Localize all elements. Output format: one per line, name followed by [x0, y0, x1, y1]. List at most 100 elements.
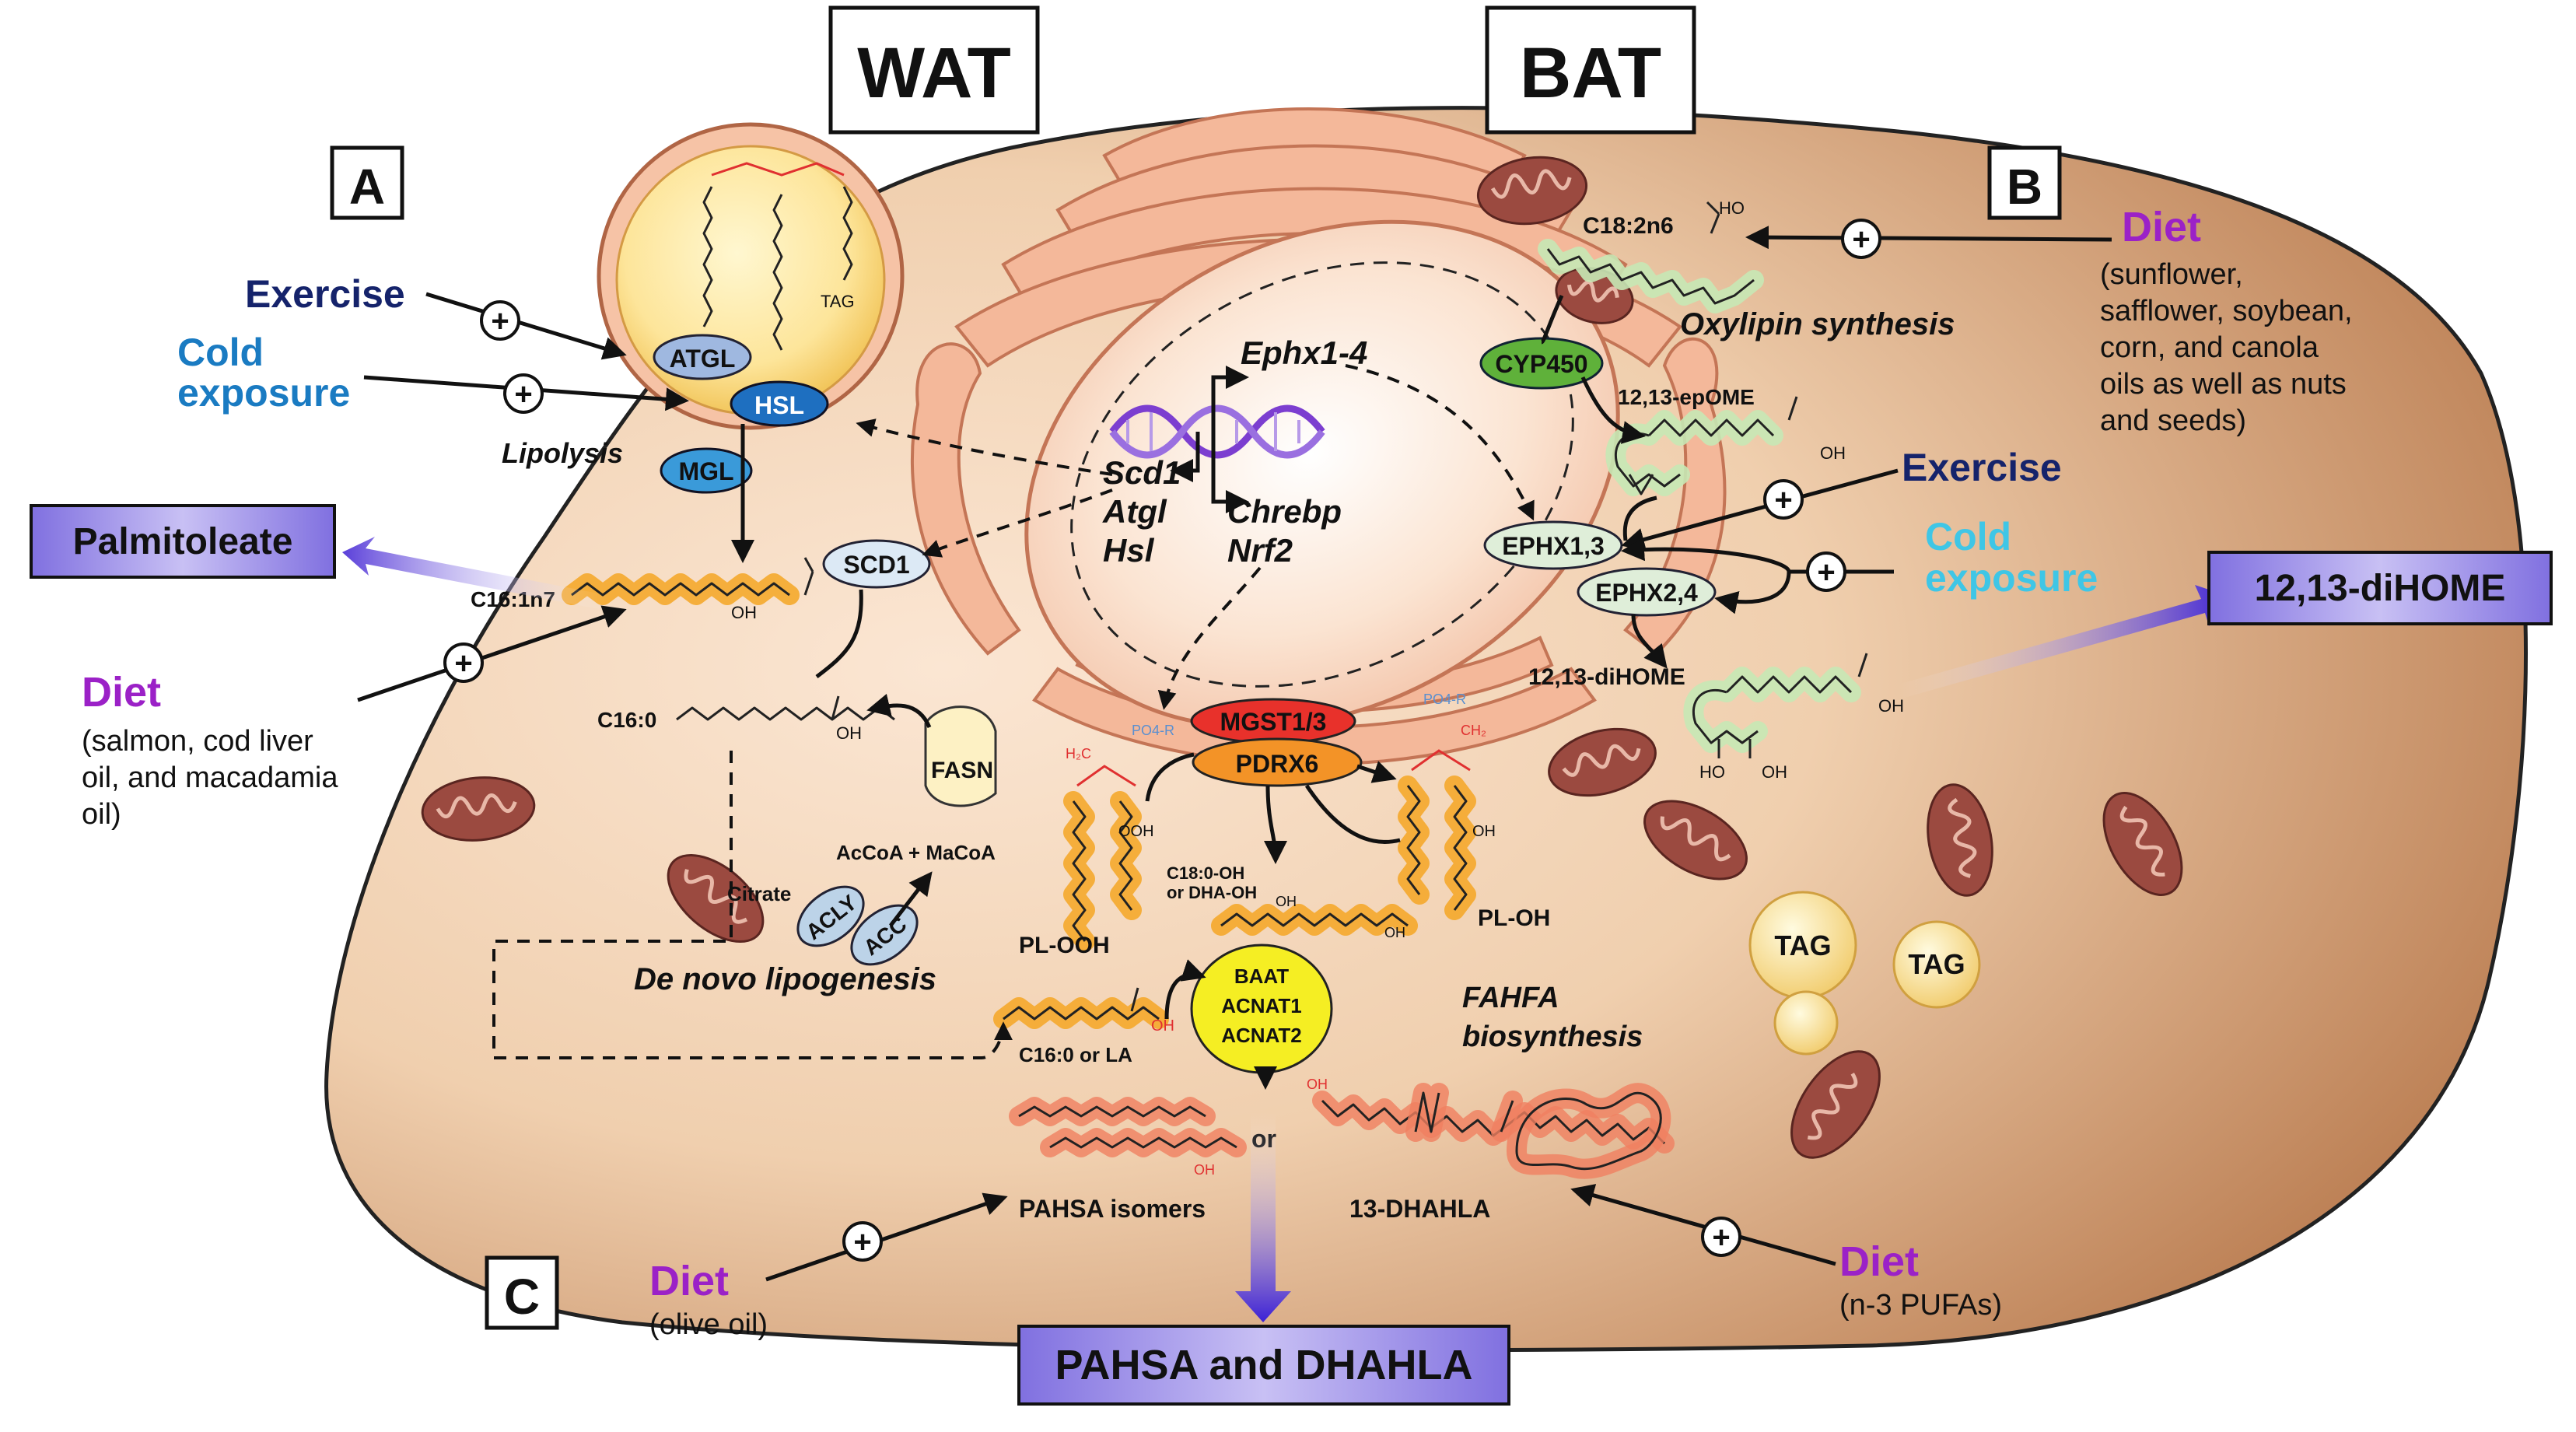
- svg-text:ATGL: ATGL: [670, 345, 736, 373]
- svg-text:safflower, soybean,: safflower, soybean,: [2100, 295, 2353, 327]
- c18-2n6-label: C18:2n6: [1583, 213, 1674, 239]
- dhahla-oh: OH: [1307, 1077, 1328, 1092]
- svg-text:+: +: [514, 377, 532, 411]
- diet-b-block: Diet (sunflower, safflower, soybean, cor…: [2100, 204, 2353, 437]
- svg-text:BAT: BAT: [1520, 33, 1661, 113]
- svg-text:+: +: [1712, 1220, 1730, 1255]
- svg-text:(sunflower,: (sunflower,: [2100, 258, 2243, 291]
- pl-oh-oh: OH: [1472, 823, 1496, 840]
- tag-droplet-1: TAG: [1748, 891, 1857, 1056]
- mgl-enzyme: MGL: [660, 447, 753, 494]
- acc-enzyme: ACC: [850, 904, 919, 966]
- svg-text:PAHSA and DHAHLA: PAHSA and DHAHLA: [1055, 1342, 1473, 1388]
- pdrx6-enzyme: PDRX6: [1192, 737, 1363, 787]
- dihome-output-box: 12,13-diHOME: [2207, 551, 2553, 625]
- pl-ooh-h2c: H₂C: [1066, 746, 1091, 762]
- svg-text:oil): oil): [82, 798, 121, 831]
- svg-text:+: +: [1774, 483, 1792, 517]
- pahsa-molecule: [1009, 1097, 1247, 1157]
- cold-b-label-1: Cold: [1925, 515, 2011, 558]
- pl-ooh-ooh: OOH: [1118, 823, 1154, 840]
- svg-text:and seeds): and seeds): [2100, 404, 2246, 437]
- plus-diet-a: +: [443, 642, 484, 683]
- cyp450-enzyme: CYP450: [1479, 337, 1604, 390]
- svg-text:12,13-diHOME: 12,13-diHOME: [2255, 568, 2506, 609]
- citrate-label: Citrate: [727, 882, 791, 905]
- lipid-droplet: TAG: [597, 122, 905, 430]
- cold-a-label-2: exposure: [177, 371, 350, 415]
- panel-b-label: B: [1987, 145, 2062, 220]
- svg-text:FASN: FASN: [931, 758, 993, 783]
- svg-text:(salmon, cod liver: (salmon, cod liver: [82, 725, 313, 758]
- svg-text:WAT: WAT: [857, 33, 1011, 113]
- svg-text:SCD1: SCD1: [843, 551, 909, 579]
- panel-a-label: A: [330, 145, 404, 220]
- plus-diet-b: +: [1841, 219, 1881, 259]
- pl-oh-label: PL-OH: [1478, 905, 1550, 931]
- svg-text:Diet: Diet: [649, 1258, 729, 1304]
- atgl-enzyme: ATGL: [653, 334, 752, 380]
- svg-text:corn, and canola: corn, and canola: [2100, 331, 2319, 364]
- plus-symbols: + + + + + + + +: [443, 219, 1881, 1262]
- svg-text:+: +: [853, 1225, 871, 1259]
- svg-text:B: B: [2007, 159, 2042, 215]
- pahsa-oh: OH: [1194, 1162, 1215, 1178]
- pahsa-isomers-label: PAHSA isomers: [1019, 1195, 1206, 1223]
- svg-text:Palmitoleate: Palmitoleate: [73, 521, 293, 562]
- fasn-enzyme: FASN: [924, 705, 997, 807]
- svg-text:EPHX1,3: EPHX1,3: [1502, 532, 1605, 560]
- plus-cold-a: +: [503, 373, 544, 414]
- gene-hsl: Hsl: [1103, 532, 1155, 569]
- ephx24-enzyme: EPHX2,4: [1577, 567, 1717, 617]
- palmitoleate-chain: [562, 557, 814, 605]
- svg-text:MGST1/3: MGST1/3: [1220, 708, 1327, 736]
- plus-exercise-b: +: [1763, 479, 1804, 520]
- hsl-enzyme: HSL: [730, 380, 829, 427]
- svg-text:TAG: TAG: [1774, 930, 1831, 961]
- dihome-ho-1: HO: [1699, 762, 1725, 782]
- epome-label: 12,13-epOME: [1618, 385, 1755, 409]
- c16-la-label: C16:0 or LA: [1019, 1043, 1132, 1066]
- c18-oh-label-1: C18:0-OH: [1167, 863, 1244, 883]
- svg-text:BAAT: BAAT: [1234, 965, 1289, 988]
- mgst-enzyme: MGST1/3: [1190, 698, 1356, 744]
- diet-a-block: Diet (salmon, cod liver oil, and macadam…: [82, 669, 338, 831]
- fahfa-label-2: biosynthesis: [1462, 1021, 1643, 1053]
- dihome-oh: OH: [1878, 696, 1904, 716]
- dihome-chain: [1683, 653, 1868, 758]
- c16-0-oh: OH: [836, 723, 862, 743]
- hfa-oh-2: OH: [1384, 925, 1405, 940]
- regulation-dashed-arrows: [492, 364, 1535, 1059]
- svg-text:oil, and macadamia: oil, and macadamia: [82, 762, 338, 794]
- plus-diet-c2: +: [1701, 1217, 1741, 1257]
- pahsa-dhahla-output-box: PAHSA and DHAHLA: [1017, 1325, 1510, 1406]
- dhahla-label: 13-DHAHLA: [1349, 1195, 1490, 1223]
- tag-label: TAG: [821, 292, 855, 311]
- plus-cold-b: +: [1806, 551, 1846, 592]
- oxylipin-label: Oxylipin synthesis: [1680, 307, 1955, 341]
- svg-text:CYP450: CYP450: [1495, 350, 1587, 378]
- c16-la-oh: OH: [1151, 1017, 1174, 1035]
- palmitate-chain: [676, 695, 895, 721]
- output-arrows: [342, 537, 2232, 1322]
- ephx13-enzyme: EPHX1,3: [1483, 520, 1623, 570]
- exercise-a-label: Exercise: [245, 272, 405, 316]
- panel-c-label: C: [485, 1255, 559, 1330]
- pl-ooh-molecule: [1063, 765, 1142, 951]
- fahfa-label-1: FAHFA: [1462, 982, 1559, 1014]
- svg-text:(n-3 PUFAs): (n-3 PUFAs): [1839, 1289, 2002, 1322]
- c16-la-chain: [993, 987, 1169, 1029]
- dhahla-molecule: [1312, 1083, 1675, 1179]
- svg-text:HSL: HSL: [754, 391, 804, 419]
- dna-helix-icon: [1109, 366, 1325, 513]
- epome-oh: OH: [1820, 443, 1846, 463]
- tag-droplet-2: TAG: [1892, 920, 1981, 1009]
- gene-chrebp: Chrebp: [1227, 493, 1342, 530]
- gene-atgl: Atgl: [1102, 493, 1167, 530]
- bat-header: BAT: [1485, 5, 1696, 135]
- svg-text:Diet: Diet: [2122, 204, 2201, 250]
- svg-text:TAG: TAG: [1908, 948, 1965, 980]
- svg-text:MGL: MGL: [678, 457, 733, 485]
- hydroxy-fatty-acid: [1211, 904, 1418, 936]
